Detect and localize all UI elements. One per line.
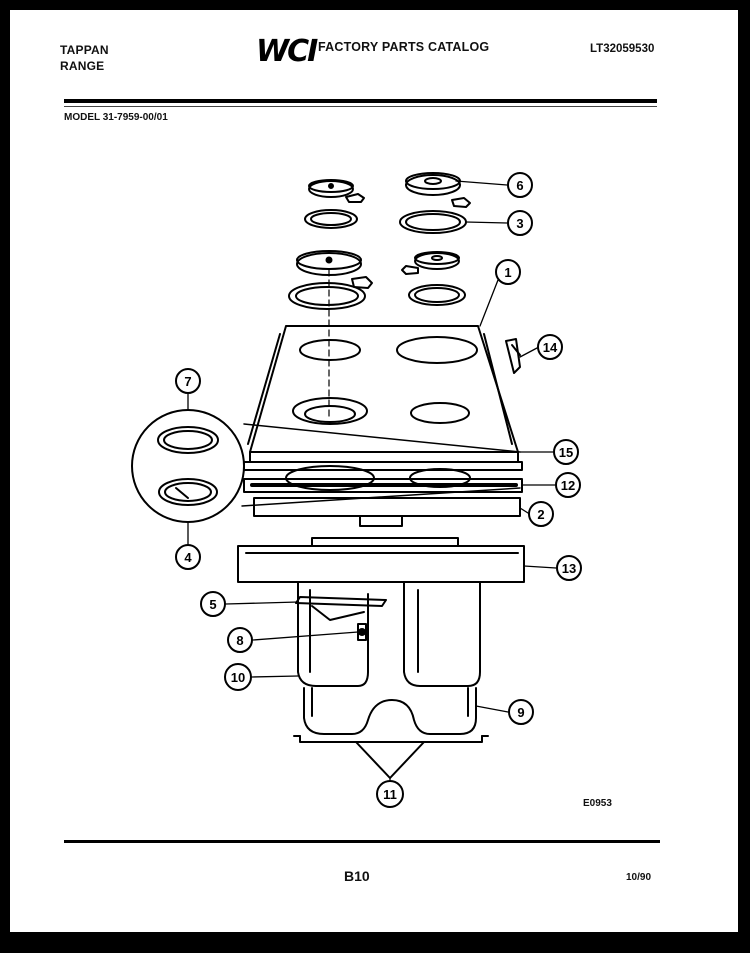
burner-tray xyxy=(243,465,523,493)
callout-4-label: 4 xyxy=(184,550,192,565)
burner-box-panel xyxy=(253,497,521,527)
callout-1-label: 1 xyxy=(504,265,511,280)
detail-inset xyxy=(131,409,521,523)
callout-11: 11 xyxy=(376,780,404,808)
burner-cap-rear-right xyxy=(399,172,471,234)
callout-3-label: 3 xyxy=(516,216,523,231)
brand-line-2: RANGE xyxy=(60,59,105,73)
callout-9-label: 9 xyxy=(517,705,524,720)
callout-15: 15 xyxy=(553,439,579,465)
callout-13-label: 13 xyxy=(562,561,576,576)
callout-7-label: 7 xyxy=(184,374,191,389)
igniter-bracket xyxy=(295,596,387,641)
footer-rule xyxy=(64,840,660,843)
callout-12: 12 xyxy=(555,472,581,498)
callouts: 6 3 1 14 7 15 12 2 xyxy=(175,172,582,808)
callout-1: 1 xyxy=(495,259,521,285)
callout-2: 2 xyxy=(528,501,554,527)
revision-date: 10/90 xyxy=(626,872,652,883)
cooktop-panel xyxy=(247,325,519,463)
header-rule xyxy=(64,99,657,103)
catalog-number: LT32059530 xyxy=(590,43,655,55)
page-number: B10 xyxy=(344,868,370,884)
header-rule-thin xyxy=(64,106,657,107)
cooktop-trim xyxy=(243,461,523,471)
support-bracket xyxy=(293,735,489,779)
front-frame xyxy=(237,537,525,583)
callout-5: 5 xyxy=(200,591,226,617)
leader-lines xyxy=(187,180,557,781)
callout-8: 8 xyxy=(227,627,253,653)
callout-5-label: 5 xyxy=(209,597,216,612)
wci-logo: WCI xyxy=(256,34,318,69)
burner-cap-front-left xyxy=(288,250,373,421)
callout-6: 6 xyxy=(507,172,533,198)
burner-cap-front-right xyxy=(401,251,466,306)
callout-11-label: 11 xyxy=(383,787,397,802)
callout-14-label: 14 xyxy=(543,340,558,355)
clip-part xyxy=(505,338,521,374)
callout-10: 10 xyxy=(224,663,252,691)
callout-8-label: 8 xyxy=(236,633,243,648)
callout-3: 3 xyxy=(507,210,533,236)
catalog-title: FACTORY PARTS CATALOG xyxy=(318,40,490,54)
callout-10-label: 10 xyxy=(231,670,245,685)
callout-2-label: 2 xyxy=(537,507,544,522)
callout-7: 7 xyxy=(175,368,201,394)
callout-13: 13 xyxy=(556,555,582,581)
callout-4: 4 xyxy=(175,544,201,570)
burner-cap-rear-left xyxy=(304,179,365,229)
callout-15-label: 15 xyxy=(559,445,573,460)
callout-14: 14 xyxy=(537,334,563,360)
callout-6-label: 6 xyxy=(516,178,523,193)
figure-id: E0953 xyxy=(583,798,612,809)
callout-9: 9 xyxy=(508,699,534,725)
brand-line-1: TAPPAN xyxy=(60,43,109,57)
model-line: MODEL 31-7959-00/01 xyxy=(64,112,168,123)
callout-12-label: 12 xyxy=(561,478,575,493)
brand-block: TAPPAN RANGE xyxy=(60,42,109,74)
